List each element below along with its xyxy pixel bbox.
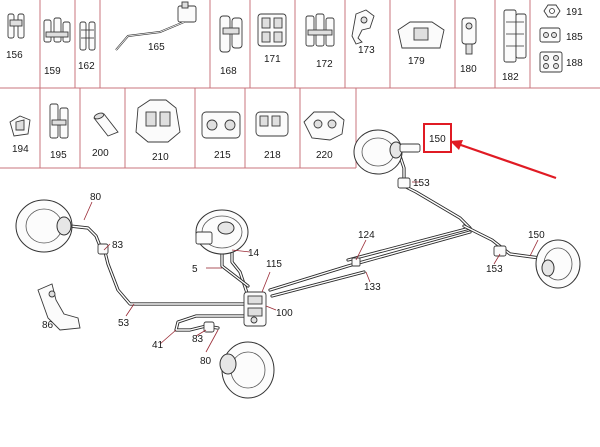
part-159-clip[interactable] (43, 17, 71, 43)
part-171-block[interactable] (257, 13, 287, 47)
part-195-clip[interactable] (49, 103, 69, 139)
callout-86[interactable]: 86 (42, 320, 54, 331)
part-label-179: 179 (408, 56, 425, 67)
part-label-182: 182 (502, 72, 519, 83)
rear-right-rotor-top[interactable] (353, 129, 421, 175)
junction-block[interactable] (243, 291, 267, 327)
part-180-clip[interactable] (461, 17, 477, 55)
red-arrow (457, 142, 557, 180)
part-label-188: 188 (566, 58, 583, 69)
part-label-168: 168 (220, 66, 237, 77)
part-200-sleeve[interactable] (93, 112, 119, 137)
arrow-head (450, 140, 463, 150)
part-label-220: 220 (316, 150, 333, 161)
part-191-nut[interactable] (543, 4, 561, 18)
callout-133[interactable]: 133 (364, 282, 381, 293)
part-label-162: 162 (78, 61, 95, 72)
callout-153-top[interactable]: 153 (413, 178, 430, 189)
part-label-172: 172 (316, 59, 333, 70)
part-215-block[interactable] (201, 111, 241, 139)
part-label-185: 185 (566, 32, 583, 43)
front-left-rotor[interactable] (15, 199, 73, 253)
part-168-clip[interactable] (219, 15, 243, 53)
part-label-165: 165 (148, 42, 165, 53)
callout-41[interactable]: 41 (152, 340, 164, 351)
callout-100[interactable]: 100 (276, 308, 293, 319)
part-165-bracket[interactable] (115, 1, 197, 51)
part-220-assembly[interactable] (303, 111, 345, 141)
callout-124[interactable]: 124 (358, 230, 375, 241)
part-172-clip[interactable] (305, 13, 335, 47)
callout-83-bottom[interactable]: 83 (192, 334, 204, 345)
part-185-block[interactable] (539, 27, 561, 43)
bracket-86[interactable] (37, 283, 81, 331)
highlight-box (423, 123, 452, 153)
callout-115[interactable]: 115 (266, 259, 282, 270)
catalog-grid (0, 0, 600, 169)
part-label-218: 218 (264, 150, 281, 161)
callout-80-bottom[interactable]: 80 (200, 356, 212, 367)
part-182-connector[interactable] (503, 9, 527, 63)
part-label-200: 200 (92, 148, 109, 159)
part-173-clip[interactable] (351, 9, 375, 45)
callout-150-top[interactable]: 150 (429, 134, 446, 145)
highlight-annotation (423, 123, 557, 180)
part-label-180: 180 (460, 64, 477, 75)
front-right-rotor[interactable] (219, 341, 275, 399)
hose-fittings (97, 177, 507, 333)
part-210-block[interactable] (135, 99, 181, 143)
part-label-194: 194 (12, 144, 29, 155)
callout-80-left[interactable]: 80 (90, 192, 102, 203)
part-label-195: 195 (50, 150, 67, 161)
callout-5[interactable]: 5 (192, 264, 198, 275)
rear-right-rotor[interactable] (535, 239, 581, 289)
callout-labels: 150 153 80 83 14 5 115 124 150 153 133 8… (42, 134, 545, 367)
part-162-clip[interactable] (79, 21, 96, 51)
part-194-clip[interactable] (9, 115, 31, 137)
part-label-173: 173 (358, 45, 375, 56)
callout-83-left[interactable]: 83 (112, 240, 124, 251)
part-label-210: 210 (152, 152, 169, 163)
part-179-retainer[interactable] (397, 21, 445, 49)
part-218-clip[interactable] (255, 111, 289, 137)
part-label-171: 171 (264, 54, 281, 65)
callout-53[interactable]: 53 (118, 318, 130, 329)
part-188-block[interactable] (539, 51, 563, 73)
callout-150-right[interactable]: 150 (528, 230, 545, 241)
brake-lines (68, 148, 558, 332)
part-label-156: 156 (6, 50, 23, 61)
callout-153-right[interactable]: 153 (486, 264, 503, 275)
brake-booster[interactable] (195, 209, 249, 255)
part-label-191: 191 (566, 7, 583, 18)
part-label-215: 215 (214, 150, 231, 161)
callout-14[interactable]: 14 (248, 248, 260, 259)
part-label-159: 159 (44, 66, 61, 77)
part-156-clip[interactable] (7, 13, 25, 39)
callout-leaders (83, 181, 539, 353)
